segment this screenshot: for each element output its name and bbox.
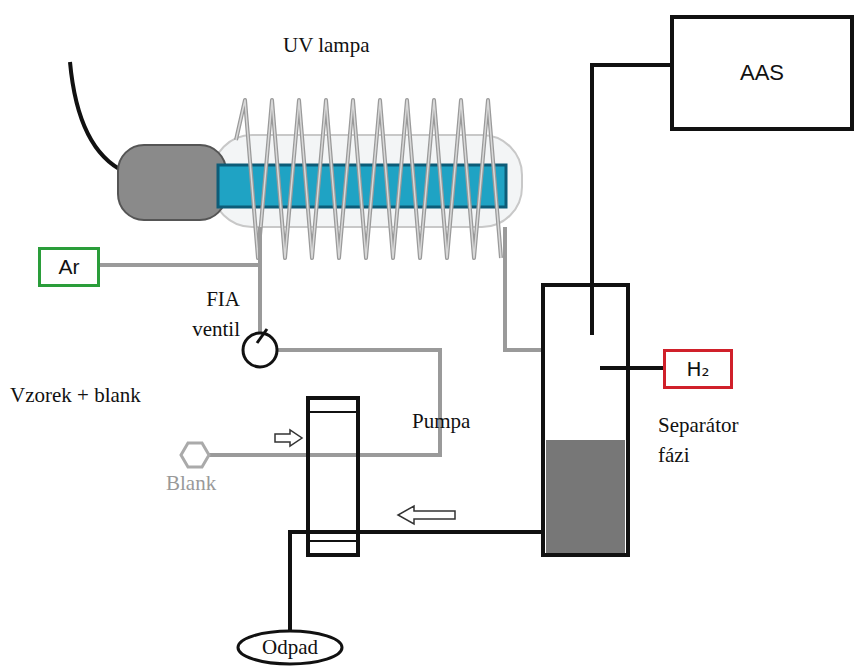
pump-roller [308,540,358,542]
node-text: AAS [740,60,784,86]
component-label: Blank [166,468,216,498]
lamp-cap [118,145,226,220]
valve-handle [257,329,267,343]
argon-line [100,263,260,267]
lamp-inlet-line [258,227,262,333]
waste-ellipse: Odpad [236,629,344,666]
ellipse-outline [238,631,342,664]
coil-highlight [236,100,501,258]
coil [236,100,501,258]
component-label: UV lampa [283,30,370,60]
flow-arrow [398,506,455,524]
lamp-glass [212,135,522,227]
sample-line [209,350,440,455]
component-label: Vzorek + blank [10,380,141,410]
drain-line [290,532,543,630]
lamp-cable [70,62,125,172]
node-text: Odpad [262,635,318,660]
separator-liquid [546,440,625,553]
node-text: Ar [59,255,80,279]
blank-vessel [181,443,209,467]
hydrogen-line [600,366,664,370]
pump-roller [308,411,358,413]
aas-line [592,65,672,335]
node-text: H₂ [686,357,709,381]
gas-box: Ar [38,247,100,287]
gas-box: H₂ [663,349,733,389]
instrument-box: AAS [670,15,854,131]
component-label: Separátor fázi [658,410,770,471]
lamp-outlet-line [505,227,543,350]
flow-arrow [275,430,302,446]
component-label: Pumpa [412,406,470,436]
component-label: FIA ventil [170,284,240,345]
phase-separator [543,285,628,555]
